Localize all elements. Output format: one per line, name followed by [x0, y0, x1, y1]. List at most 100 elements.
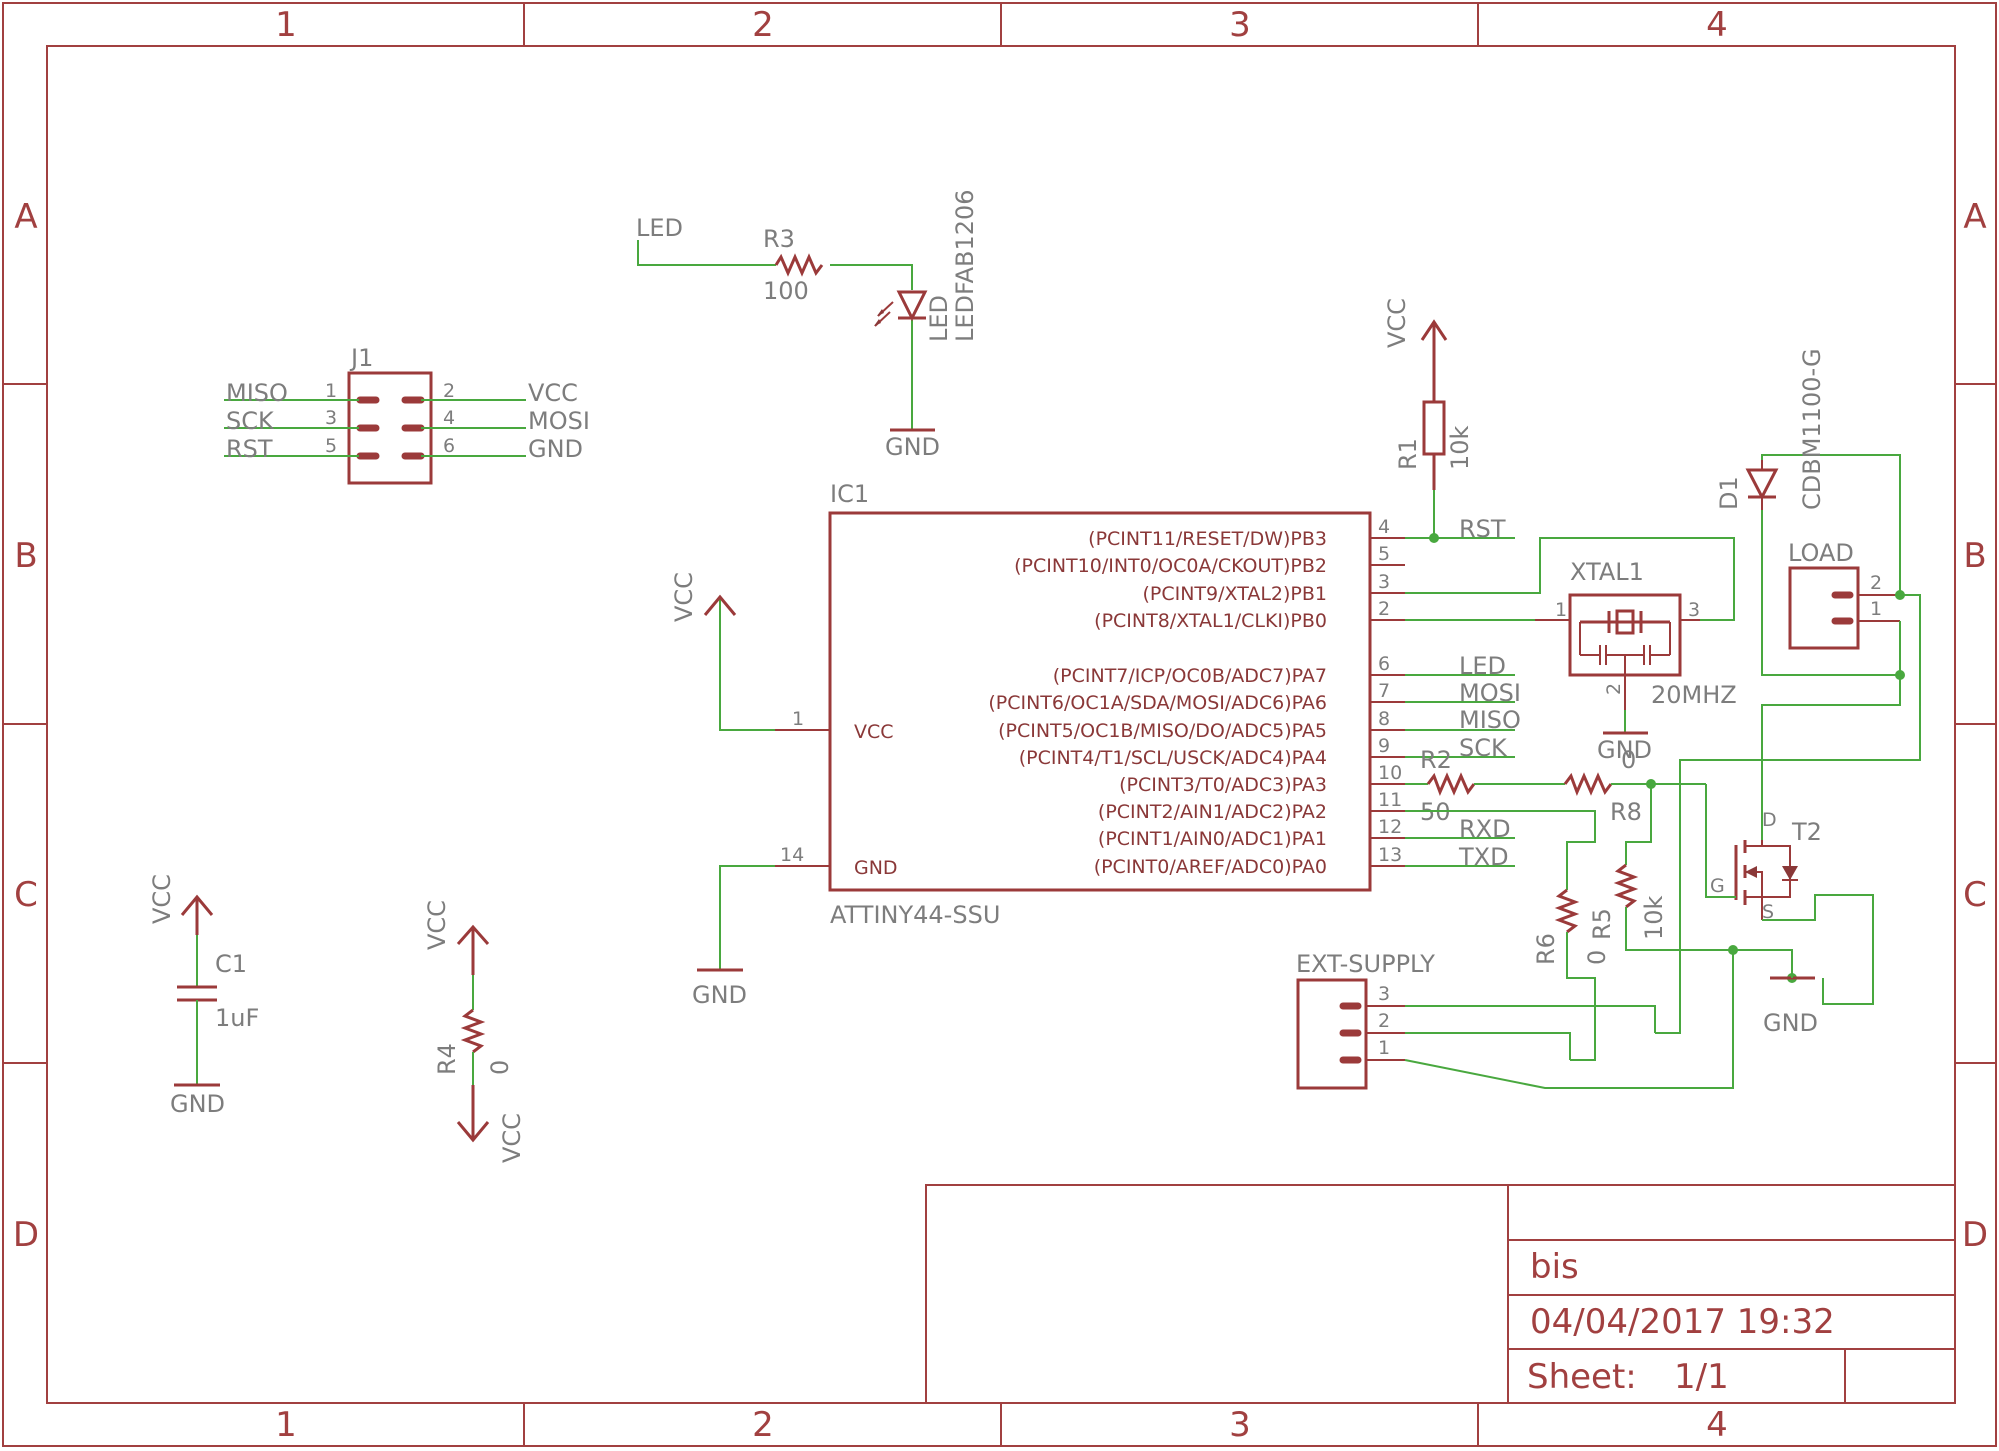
- ic1-net-sck: SCK: [1459, 734, 1508, 762]
- r5-name: R5: [1588, 908, 1616, 940]
- j1-pin-5: 5: [325, 435, 337, 457]
- r1-supply-vcc: VCC: [1383, 298, 1411, 348]
- xtal1-value: 20MHZ: [1651, 681, 1737, 709]
- r4-resistor-symbol: [460, 1008, 486, 1054]
- ic1-attiny44: IC1 ATTINY44-SSU (PCINT11/RESET/DW)PB3 (…: [670, 480, 1521, 1009]
- r6-resistor-symbol: [1554, 888, 1580, 934]
- r3-name: R3: [763, 225, 795, 253]
- title-block-sheet-value: 1/1: [1674, 1357, 1729, 1397]
- ic1-pin-num-2: 2: [1378, 598, 1390, 620]
- r4-value: 0: [486, 1060, 514, 1075]
- j1-pin-6: 6: [443, 435, 455, 457]
- ic1-name: IC1: [830, 480, 869, 508]
- j1-name: J1: [349, 344, 373, 372]
- t2-name: T2: [1791, 818, 1822, 846]
- r1-resistor-symbol: [1422, 400, 1446, 456]
- r1-reset-pullup: VCC R1 10k: [1383, 298, 1474, 543]
- j1-pin-pads: [356, 396, 425, 460]
- led-gnd-label: GND: [885, 433, 940, 461]
- zone-col-top-3: 3: [1229, 5, 1251, 45]
- ic1-pin-label-pa3: (PCINT3/T0/ADC3)PA3: [1119, 774, 1327, 796]
- r4-resistor: VCC R4 0 VCC: [423, 900, 526, 1163]
- ic1-pin-num-13: 13: [1378, 844, 1402, 866]
- t2-drain-label: D: [1762, 809, 1777, 831]
- r4-name: R4: [433, 1043, 461, 1075]
- ic1-pin-label-pa4: (PCINT4/T1/SCL/USCK/ADC4)PA4: [1019, 747, 1327, 769]
- t2-mosfet: T2 D G S GND: [1705, 784, 1874, 1037]
- r5-r6-resistors: R5 10k R6 0: [1405, 784, 1733, 1061]
- r1-name: R1: [1394, 438, 1422, 470]
- j1-net-miso: MISO: [226, 379, 288, 407]
- d1-name: D1: [1715, 476, 1743, 510]
- ic1-pin-label-pa7: (PCINT7/ICP/OC0B/ADC7)PA7: [1053, 665, 1327, 687]
- xtal1-name: XTAL1: [1570, 558, 1644, 586]
- r4-supply-bottom: VCC: [498, 1113, 526, 1163]
- zone-col-top-2: 2: [752, 5, 774, 45]
- ic1-net-rxd: RXD: [1459, 815, 1511, 843]
- load-pin-1: 1: [1870, 598, 1882, 620]
- j1-net-sck: SCK: [226, 407, 275, 435]
- ic1-supply-vcc: VCC: [670, 572, 698, 622]
- r2-resistor-symbol: [1426, 772, 1476, 796]
- d1-diode-symbol: [1745, 468, 1779, 501]
- t2-gate-label: G: [1710, 875, 1725, 897]
- j1-isp-header: J1 MISO SCK RST 1 3 5 2 4 6 VCC MOSI GND: [224, 344, 590, 485]
- r8-value: 0: [1621, 746, 1636, 774]
- j1-pin-4: 4: [443, 407, 455, 429]
- ext-supply-pin-2: 2: [1378, 1010, 1390, 1032]
- c1-capacitor: VCC C1 1uF GND: [148, 874, 259, 1118]
- title-block: bis 04/04/2017 19:32 Sheet: 1/1: [925, 1184, 1956, 1404]
- zone-col-bottom-1: 1: [275, 1405, 297, 1445]
- c1-name: C1: [215, 950, 247, 978]
- ic1-pin-num-9: 9: [1378, 735, 1390, 757]
- load-name: LOAD: [1788, 539, 1854, 567]
- j1-pin-3: 3: [325, 407, 337, 429]
- r2-name: R2: [1420, 746, 1452, 774]
- j1-net-gnd: GND: [528, 435, 583, 463]
- r3-value: 100: [763, 277, 809, 305]
- ic1-net-mosi: MOSI: [1459, 679, 1521, 707]
- zone-col-bottom-2: 2: [752, 1405, 774, 1445]
- ic1-pin-num-6: 6: [1378, 653, 1390, 675]
- ext-supply-pin-3: 3: [1378, 983, 1390, 1005]
- zone-row-left-c: C: [14, 875, 38, 915]
- xtal1-gnd-label: GND: [1597, 736, 1652, 764]
- c1-gnd-label: GND: [170, 1090, 225, 1118]
- zone-col-bottom-4: 4: [1706, 1405, 1728, 1445]
- r8-resistor-symbol: [1563, 772, 1613, 796]
- d1-load-circuit: D1 CDBM1100-G LOAD 2 1: [1655, 348, 1921, 1034]
- r5-resistor-symbol: [1613, 863, 1639, 909]
- ic1-pin-label-pb0: (PCINT8/XTAL1/CLKI)PB0: [1094, 610, 1327, 632]
- c1-supply-vcc: VCC: [148, 874, 176, 924]
- ic1-supply-gnd: GND: [692, 981, 747, 1009]
- zone-col-bottom-3: 3: [1229, 1405, 1251, 1445]
- ic1-pin-num-4: 4: [1378, 516, 1390, 538]
- ic1-pin-label-pa1: (PCINT1/AIN0/ADC1)PA1: [1098, 828, 1327, 850]
- j1-net-rst: RST: [226, 435, 273, 463]
- j1-pin-1: 1: [325, 380, 337, 402]
- title-block-title: bis: [1530, 1247, 1579, 1287]
- load-connector-body: [1788, 566, 1860, 650]
- r4-supply-top: VCC: [423, 900, 451, 950]
- ic1-net-rst: RST: [1459, 515, 1506, 543]
- r6-name: R6: [1532, 933, 1560, 965]
- zone-row-left-d: D: [13, 1215, 39, 1255]
- zone-row-right-b: B: [1963, 536, 1986, 576]
- ic1-gnd-label: GND: [854, 857, 898, 879]
- xtal1-pin-2: 2: [1603, 683, 1625, 695]
- r1-value: 10k: [1446, 425, 1474, 470]
- ic1-vcc-label: VCC: [854, 721, 894, 743]
- xtal1-pin-1: 1: [1555, 599, 1567, 621]
- xtal1-pin-3: 3: [1688, 599, 1700, 621]
- zone-row-left-b: B: [14, 536, 37, 576]
- title-block-date: 04/04/2017 19:32: [1530, 1302, 1835, 1342]
- zone-col-top-4: 4: [1706, 5, 1728, 45]
- title-block-sheet-label: Sheet:: [1527, 1357, 1637, 1397]
- vcc-arrow-r4-bottom: [456, 1121, 490, 1143]
- r2-r8-network: R2 50 R8 0: [1405, 746, 1706, 826]
- r3-net-led: LED: [636, 214, 683, 242]
- j1-net-vcc: VCC: [528, 379, 578, 407]
- zone-col-top-1: 1: [275, 5, 297, 45]
